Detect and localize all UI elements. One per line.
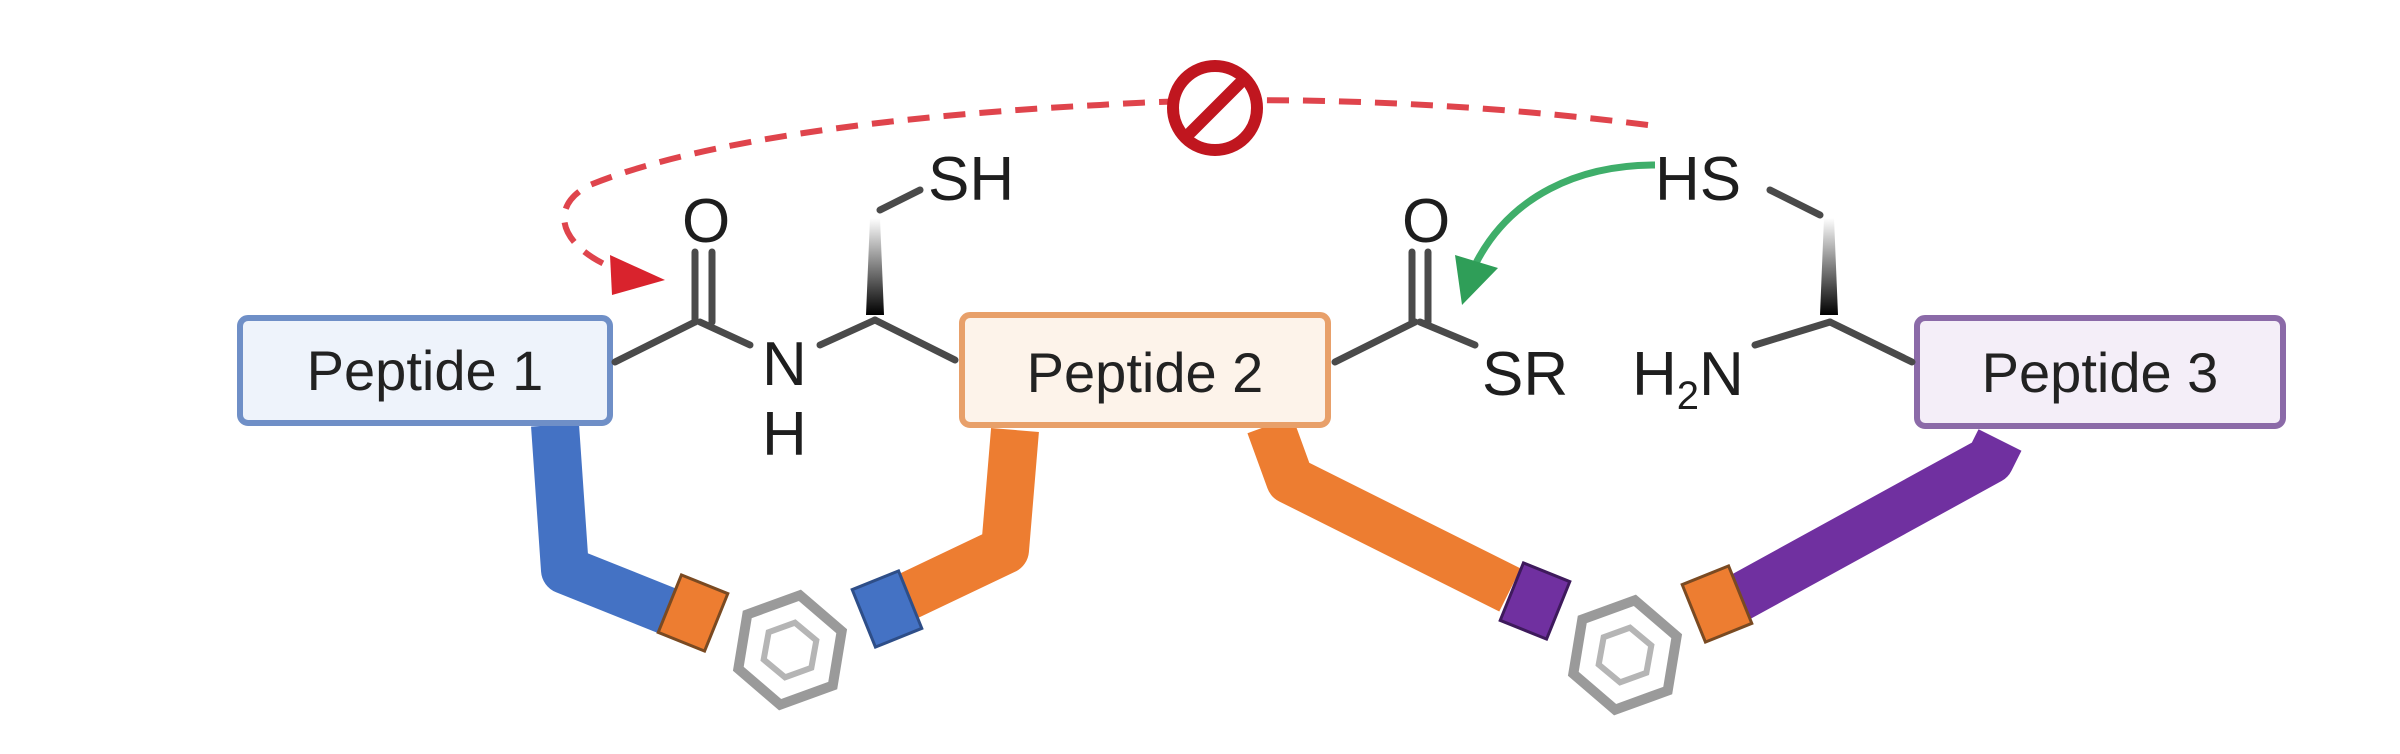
atom-o-left: O xyxy=(682,187,730,256)
peptide-box-3: Peptide 3 xyxy=(1914,315,2286,429)
peptide-2-label: Peptide 2 xyxy=(1027,341,1264,404)
prohibited-icon xyxy=(1167,60,1263,156)
atom-labels: O N H SH O SR H2N HS xyxy=(682,145,1744,469)
allowed-reaction-arrow xyxy=(1471,161,1656,267)
cyclic-linker-icon xyxy=(732,589,848,711)
linker-arm-peptide-3 xyxy=(1723,429,2022,622)
linker-arms xyxy=(531,416,2022,654)
linker-cap-blue-left xyxy=(850,568,924,650)
peptide-box-2: Peptide 2 xyxy=(959,312,1331,428)
atom-hs-cys: HS xyxy=(1655,145,1741,214)
linker-cap-orange-right xyxy=(1680,563,1754,645)
allowed-arrowhead-icon xyxy=(1455,255,1498,305)
atom-sh-cys: SH xyxy=(928,145,1014,214)
atom-h2n-amine: H2N xyxy=(1632,340,1744,418)
blocked-arrowhead-icon xyxy=(610,255,665,295)
atom-sr-thioester: SR xyxy=(1482,340,1568,409)
peptide-box-1: Peptide 1 xyxy=(237,315,613,426)
wedge-bond-right xyxy=(1820,218,1838,315)
cyclic-linker-icon xyxy=(1567,594,1683,716)
linker-arm-peptide-2-right xyxy=(1247,416,1521,612)
linker-arm-peptide-1 xyxy=(531,423,699,643)
atom-h-amide: H xyxy=(762,400,807,469)
linker-cap-purple-right xyxy=(1498,560,1572,642)
bonds xyxy=(611,186,1916,366)
atom-o-right: O xyxy=(1402,187,1450,256)
peptide-1-label: Peptide 1 xyxy=(307,339,544,402)
atom-n-amide: N xyxy=(762,330,807,399)
linker-cap-orange-left xyxy=(656,572,730,654)
linker-arm-peptide-2-left xyxy=(889,428,1039,622)
peptide-3-label: Peptide 3 xyxy=(1982,341,2219,404)
wedge-bond-left xyxy=(866,218,884,315)
